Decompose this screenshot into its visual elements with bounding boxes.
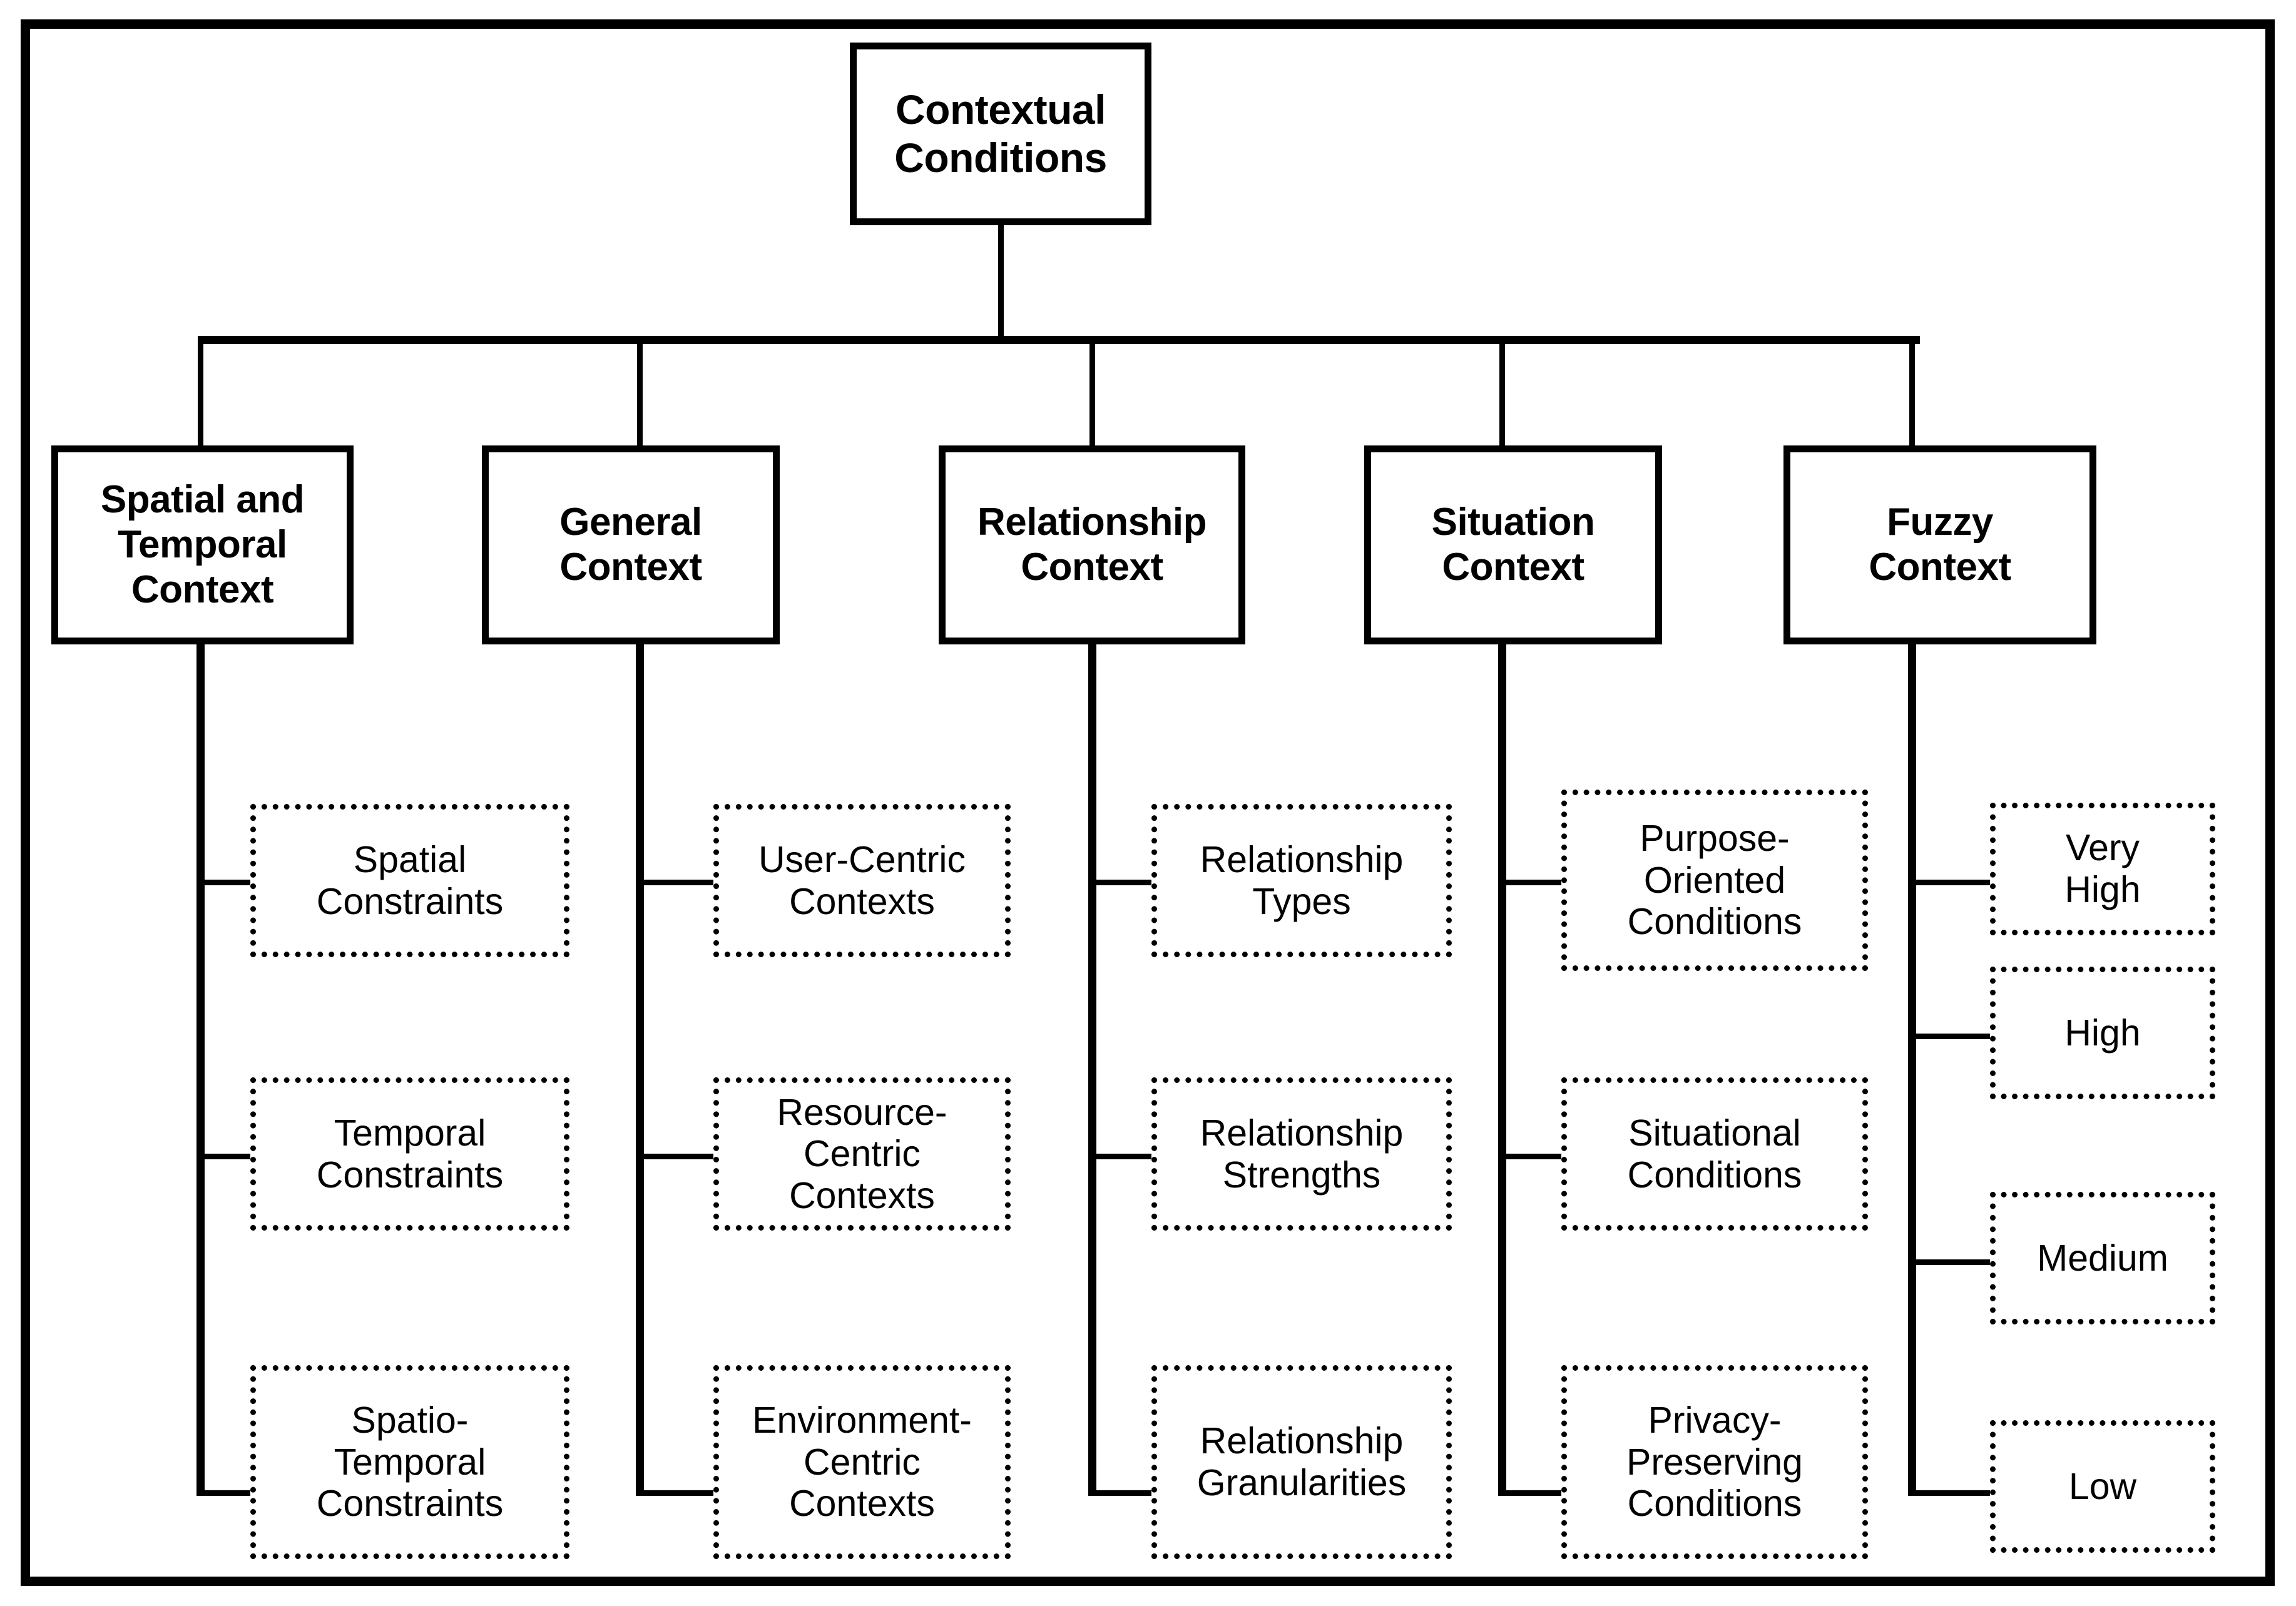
connector-5-4	[1908, 1490, 1996, 1496]
connector-drop-2	[637, 336, 643, 449]
leaf-temporal-constraints[interactable]: Temporal Constraints	[250, 1077, 569, 1231]
connector-drop-3	[1089, 336, 1095, 449]
node-spatial-temporal-context[interactable]: Spatial and Temporal Context	[51, 445, 354, 644]
connector-2-1	[636, 880, 717, 885]
connector-3-1	[1088, 880, 1157, 885]
leaf-relationship-strengths[interactable]: Relationship Strengths	[1151, 1077, 1452, 1231]
leaf-low[interactable]: Low	[1990, 1420, 2215, 1553]
connector-4-3	[1498, 1490, 1567, 1496]
node-contextual-conditions[interactable]: Contextual Conditions	[850, 43, 1151, 225]
spine-column-2	[636, 643, 644, 1496]
node-situation-context[interactable]: Situation Context	[1364, 445, 1662, 644]
leaf-purpose-oriented-conditions[interactable]: Purpose- Oriented Conditions	[1561, 790, 1868, 971]
connector-5-2	[1908, 1034, 1996, 1039]
spine-column-3	[1088, 643, 1096, 1496]
connector-drop-1	[198, 336, 203, 449]
leaf-resource-centric-contexts[interactable]: Resource- Centric Contexts	[713, 1077, 1011, 1231]
leaf-very-high[interactable]: Very High	[1990, 803, 2215, 935]
diagram-border	[21, 19, 2275, 1586]
connector-2-2	[636, 1154, 717, 1159]
connector-4-1	[1498, 880, 1567, 885]
leaf-privacy-preserving-conditions[interactable]: Privacy- Preserving Conditions	[1561, 1365, 1868, 1559]
connector-4-2	[1498, 1154, 1567, 1159]
leaf-relationship-granularities[interactable]: Relationship Granularities	[1151, 1365, 1452, 1559]
leaf-situational-conditions[interactable]: Situational Conditions	[1561, 1077, 1868, 1231]
connector-root-stem	[998, 224, 1004, 340]
connector-1-3	[196, 1490, 254, 1496]
leaf-medium[interactable]: Medium	[1990, 1192, 2215, 1324]
node-general-context[interactable]: General Context	[482, 445, 780, 644]
connector-3-3	[1088, 1490, 1157, 1496]
leaf-environment-centric-contexts[interactable]: Environment- Centric Contexts	[713, 1365, 1011, 1559]
leaf-user-centric-contexts[interactable]: User-Centric Contexts	[713, 804, 1011, 957]
leaf-high[interactable]: High	[1990, 967, 2215, 1099]
connector-2-3	[636, 1490, 717, 1496]
connector-level2-bus	[200, 336, 1920, 344]
connector-5-3	[1908, 1259, 1996, 1265]
connector-5-1	[1908, 880, 1996, 885]
connector-1-1	[196, 880, 254, 885]
connector-drop-4	[1499, 336, 1505, 449]
leaf-spatial-constraints[interactable]: Spatial Constraints	[250, 804, 569, 957]
node-relationship-context[interactable]: Relationship Context	[939, 445, 1245, 644]
node-fuzzy-context[interactable]: Fuzzy Context	[1783, 445, 2096, 644]
spine-column-5	[1908, 643, 1916, 1496]
leaf-relationship-types[interactable]: Relationship Types	[1151, 804, 1452, 957]
spine-column-1	[196, 643, 205, 1496]
leaf-spatio-temporal-constraints[interactable]: Spatio- Temporal Constraints	[250, 1365, 569, 1559]
spine-column-4	[1498, 643, 1506, 1496]
connector-drop-5	[1909, 336, 1915, 449]
connector-3-2	[1088, 1154, 1157, 1159]
connector-1-2	[196, 1154, 254, 1159]
